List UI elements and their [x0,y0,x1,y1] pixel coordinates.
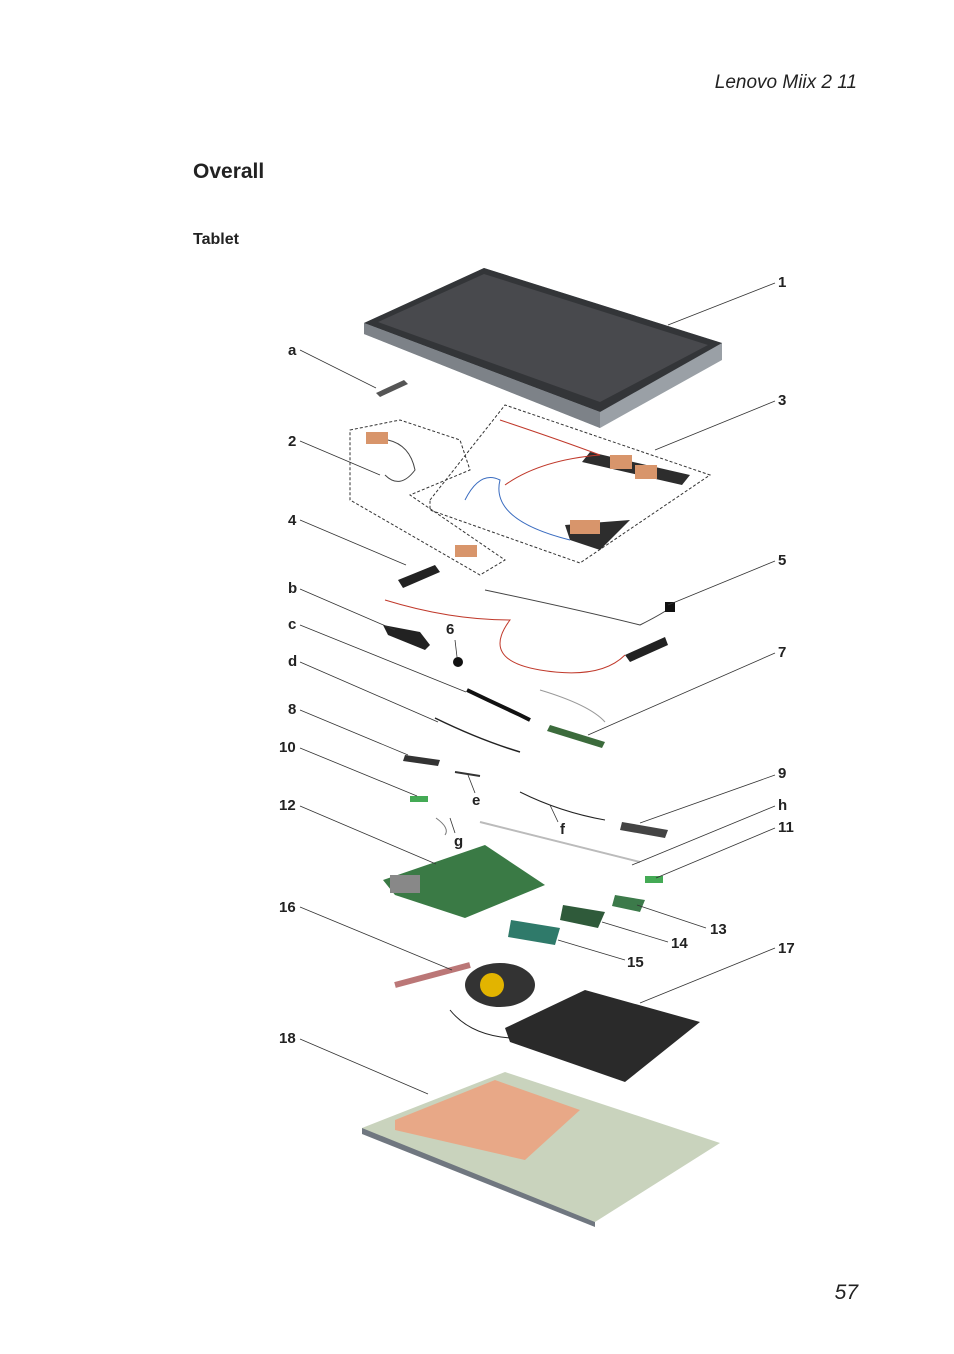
battery-17-image [449,990,700,1082]
callout-10: 10 [279,739,296,756]
callout-17: 17 [778,940,795,957]
callout-c: c [288,616,296,633]
callout-1: 1 [778,274,786,291]
display-panel-image [364,268,722,428]
cables-image [383,589,675,753]
callout-h: h [778,797,787,814]
callout-16: 16 [279,899,296,916]
antenna-2-image [349,419,506,576]
callout-11: 11 [778,819,794,836]
callout-3: 3 [778,392,786,409]
cards-image [508,895,645,945]
callout-d: d [288,653,297,670]
callout-14: 14 [671,935,688,952]
callout-7: 7 [778,644,786,661]
section-title: Overall [193,160,265,183]
callout-18: 18 [279,1030,296,1047]
callout-f: f [560,821,566,838]
callout-2: 2 [288,433,296,450]
callout-13: 13 [710,921,727,938]
callout-12: 12 [279,797,296,814]
callout-4: 4 [288,512,297,529]
antenna-3-image [429,404,712,564]
callout-15: 15 [627,954,644,971]
callout-g: g [454,833,463,850]
callout-6: 6 [446,621,454,638]
back-cover-18-image [362,1072,720,1227]
speaker-4-image [398,565,668,662]
callout-b: b [288,580,297,597]
page-number: 57 [834,1281,858,1304]
part-a-image [376,380,408,397]
callout-8: 8 [288,701,296,718]
callout-e: e [472,792,480,809]
callout-a: a [288,342,297,359]
mainboard-12-image [383,845,545,918]
leader-lines [299,282,776,1095]
callout-9: 9 [778,765,786,782]
sub-title: Tablet [193,231,239,248]
small-parts-image [403,755,668,883]
fan-16-image [394,962,535,1007]
board-7-image [547,725,605,748]
running-header: Lenovo Miix 2 11 [714,72,857,93]
callout-5: 5 [778,552,786,569]
